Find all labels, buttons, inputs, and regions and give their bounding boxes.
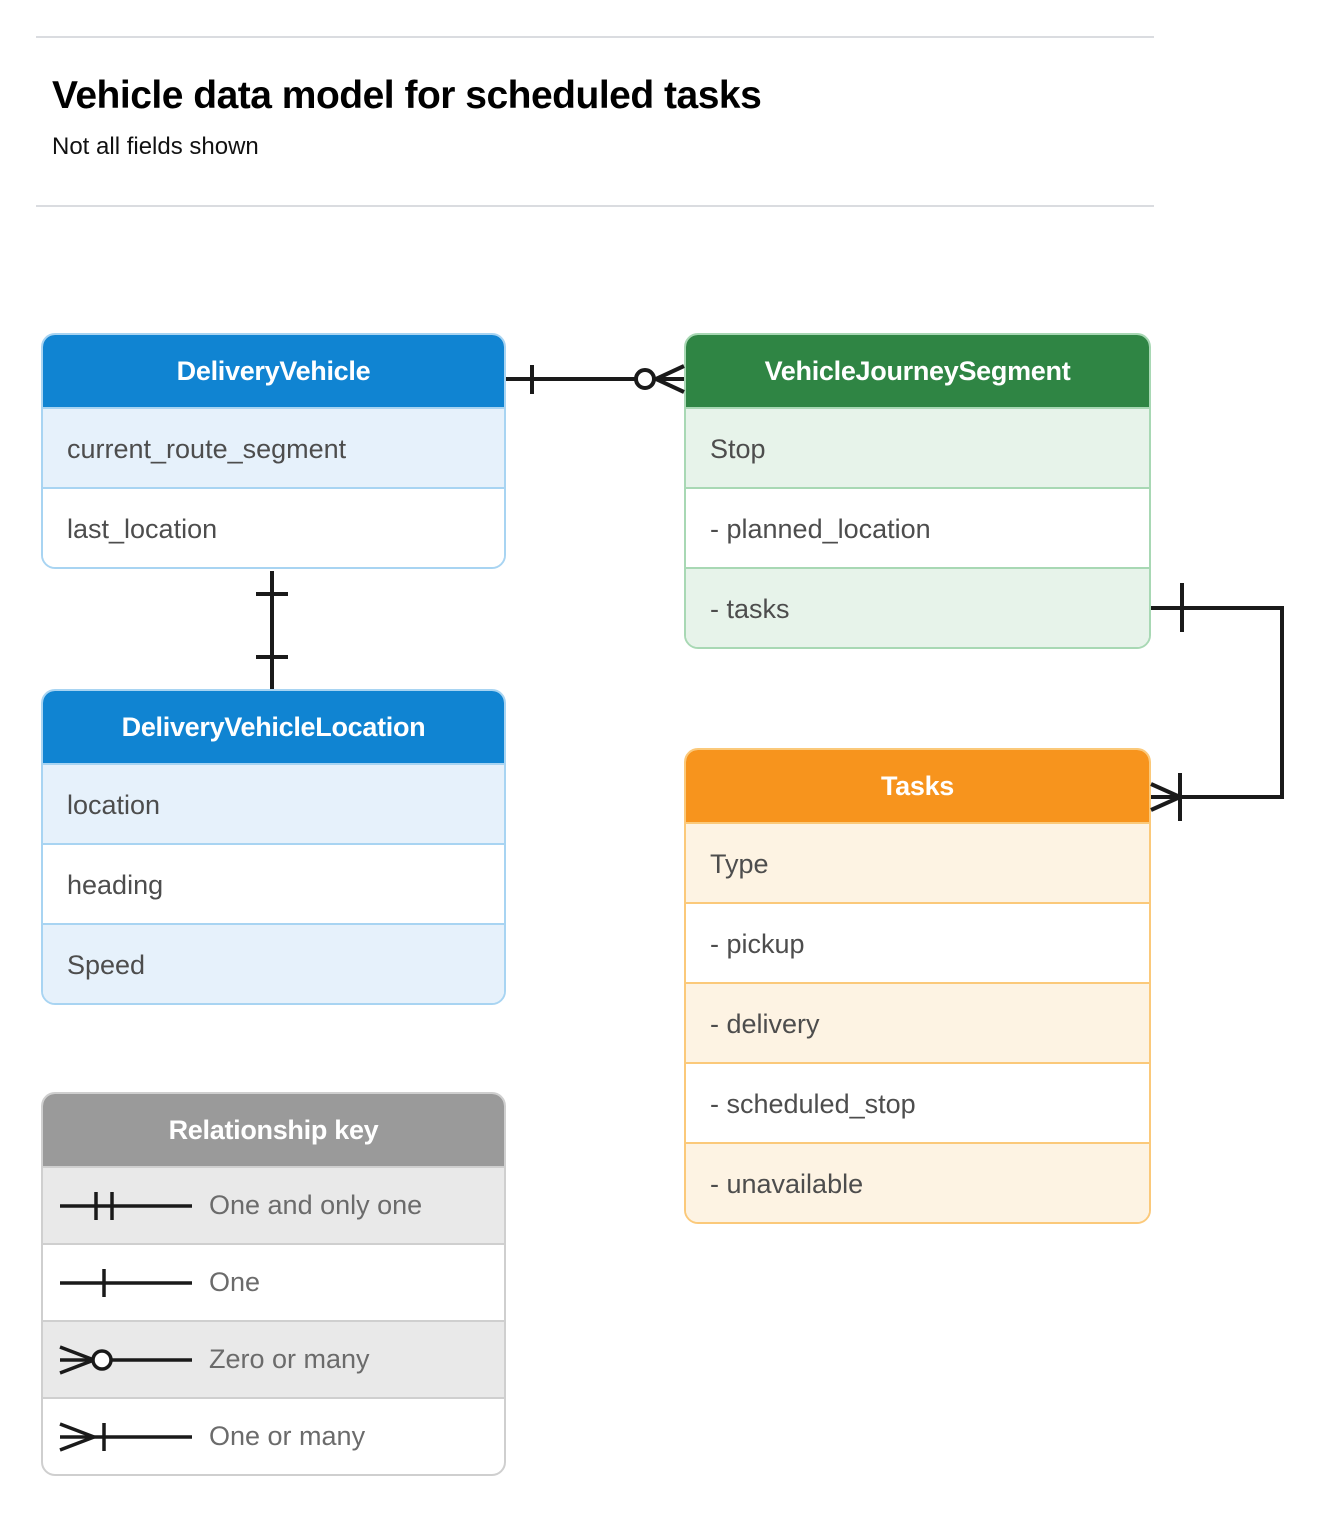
field-row: - unavailable [686,1142,1149,1222]
zero-or-many-icon [43,1340,209,1380]
legend-row-one-or-many: One or many [43,1397,504,1474]
page-title: Vehicle data model for scheduled tasks [52,74,762,117]
legend-row-one-and-only-one: One and only one [43,1166,504,1243]
entity-vehicle-journey-segment-title: VehicleJourneySegment [686,335,1149,407]
entity-tasks-title: Tasks [686,750,1149,822]
field-row: last_location [43,487,504,567]
page-subtitle: Not all fields shown [52,133,259,160]
legend-label: Zero or many [209,1344,370,1374]
entity-delivery-vehicle[interactable]: DeliveryVehicle current_route_segment la… [41,333,506,569]
entity-tasks[interactable]: Tasks Type - pickup - delivery - schedul… [684,748,1151,1224]
header-rule-top [36,36,1154,38]
field-row: - tasks [686,567,1149,647]
one-icon [43,1263,209,1303]
field-row: Type [686,822,1149,902]
field-row: - scheduled_stop [686,1062,1149,1142]
legend-row-zero-or-many: Zero or many [43,1320,504,1397]
field-row: current_route_segment [43,407,504,487]
legend-label: One and only one [209,1190,423,1220]
one-and-only-one-icon [43,1186,209,1226]
connector-vehicle-to-journey-segment [506,364,685,394]
legend-label: One [209,1267,261,1297]
connector-journey-segment-tasks-to-tasks [1150,583,1284,821]
relationship-key-card[interactable]: Relationship key One and only one One [41,1092,506,1476]
entity-vehicle-journey-segment[interactable]: VehicleJourneySegment Stop - planned_loc… [684,333,1151,649]
field-row: heading [43,843,504,923]
field-row: - delivery [686,982,1149,1062]
field-row: location [43,763,504,843]
entity-delivery-vehicle-location[interactable]: DeliveryVehicleLocation location heading… [41,689,506,1005]
one-or-many-icon [43,1417,209,1457]
field-row: - pickup [686,902,1149,982]
entity-delivery-vehicle-location-title: DeliveryVehicleLocation [43,691,504,763]
field-row: Stop [686,407,1149,487]
field-row: - planned_location [686,487,1149,567]
legend-label: One or many [209,1421,366,1451]
legend-row-one: One [43,1243,504,1320]
entity-delivery-vehicle-title: DeliveryVehicle [43,335,504,407]
field-row: Speed [43,923,504,1003]
connector-vehicle-to-vehicle-location [256,571,288,689]
relationship-key-title: Relationship key [43,1094,504,1166]
header-rule-bottom [36,205,1154,207]
